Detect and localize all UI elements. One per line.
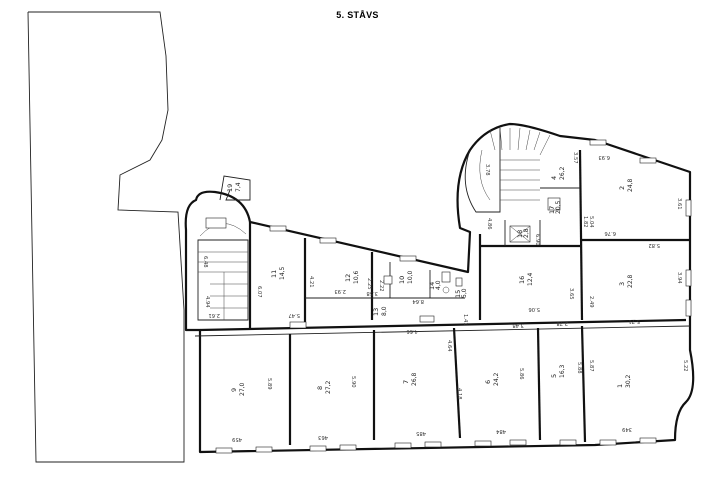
dimension-label: 4.21 (308, 276, 314, 288)
room-area: 4,0 (435, 280, 442, 290)
room-number: 14 (428, 282, 436, 290)
room-number: 1 (616, 384, 624, 388)
room-number: 18 (516, 230, 524, 238)
room-area: 2,8 (523, 228, 530, 238)
dimension-label: 1.41 (462, 314, 468, 326)
left-stair (197, 217, 249, 321)
dimension-label: 4.18 (456, 388, 462, 400)
dimension-label: 2.93 (334, 288, 346, 294)
room-number: 9 (230, 388, 238, 392)
dimension-label: 8.64 (412, 298, 424, 304)
dimension-label: 5.04 (588, 216, 594, 228)
room-area: 24,2 (493, 372, 500, 386)
room-area: 10,0 (407, 270, 414, 284)
dimension-label: 2.78 (556, 320, 568, 326)
dimension-label: 3.57 (572, 152, 578, 164)
room-number: 3 (618, 282, 626, 286)
room-area: 10,6 (353, 270, 360, 284)
dimension-label: 3.78 (484, 164, 490, 176)
room-area: 22,8 (627, 274, 634, 288)
room-number: 6 (484, 380, 492, 384)
room-area: 27,2 (325, 380, 332, 394)
dimension-label: 5.90 (350, 376, 356, 388)
room-number: 19 (226, 184, 234, 192)
room-number: 17 (548, 206, 556, 214)
dimension-label: 485 (416, 430, 426, 436)
dimension-labels: 459 463 485 484 349 5.89 5.90 5.86 5.88 … (202, 152, 688, 442)
bathroom-fixtures (383, 271, 463, 294)
dimension-label: 5.86 (518, 368, 524, 380)
dimension-label: 2.22 (378, 280, 384, 292)
dimension-label: 4.86 (486, 218, 492, 230)
site-outline (27, 11, 185, 463)
interior-walls (194, 149, 691, 445)
dimension-label: 5.89 (266, 378, 272, 390)
dimension-label: 5.47 (288, 312, 300, 318)
dimension-label: 3.58 (366, 290, 378, 296)
room-number: 8 (316, 386, 324, 390)
room-number: 15 (454, 290, 462, 298)
dimension-label: 484 (495, 428, 506, 434)
dimension-label: 3.48 (512, 322, 524, 328)
room-area: 7,4 (235, 182, 242, 192)
dimension-label: 5.88 (576, 362, 582, 374)
floor-title: 5. STÅVS (336, 10, 379, 20)
room-area: 8,0 (381, 306, 388, 316)
room-area: 12,4 (527, 272, 534, 286)
dimension-label: 6.07 (256, 286, 262, 298)
room-number: 11 (270, 270, 278, 278)
room-number: 12 (344, 274, 352, 282)
dimension-label: 4.94 (204, 296, 210, 308)
dimension-label: 5.06 (528, 306, 540, 312)
dimension-label: 459 (232, 436, 242, 442)
room-number: 16 (518, 276, 526, 284)
dimension-label: 3.61 (676, 198, 682, 210)
room-number: 10 (398, 276, 406, 284)
dimension-label: 3.94 (676, 272, 682, 284)
room-number: 7 (402, 380, 410, 384)
dimension-label: 6.93 (598, 154, 610, 160)
dimension-label: 5.22 (682, 360, 688, 372)
room-labels: 1 30,2 2 24,8 3 22,8 4 26,2 5 16,3 6 24,… (226, 166, 634, 396)
dimension-label: 5.87 (588, 360, 594, 372)
room-area: 14,5 (279, 266, 286, 280)
dimension-label: 463 (318, 434, 328, 440)
room-area: 16,3 (559, 364, 566, 378)
dimension-label: 5.71 (628, 318, 640, 324)
dimension-label: 4.66 (406, 328, 418, 334)
outer-walls (184, 122, 695, 454)
dimension-label: 1.82 (582, 216, 588, 228)
room-area: 30,2 (625, 374, 632, 388)
windows (215, 139, 692, 454)
dimension-label: 2.49 (588, 296, 594, 308)
dimension-label: 6.76 (604, 230, 616, 236)
room-area: 26,8 (411, 372, 418, 386)
room-number: 5 (550, 374, 558, 378)
dimension-label: 6.90 (534, 234, 540, 246)
room-area: 24,8 (627, 178, 634, 192)
room-number: 2 (618, 186, 626, 190)
room-number: 13 (372, 308, 380, 316)
dimension-label: 4.64 (446, 340, 452, 352)
dimension-label: 2.25 (366, 278, 372, 290)
dimension-label: 3.65 (568, 288, 574, 300)
dimension-label: 2.61 (208, 312, 220, 318)
main-stair (464, 127, 561, 243)
dimension-label: 6.48 (202, 256, 208, 268)
room-area: 26,2 (559, 166, 566, 180)
room-number: 4 (550, 176, 558, 180)
room-area: 27,0 (239, 382, 246, 396)
dimension-label: 5.82 (648, 242, 660, 248)
room-area: 20,5 (555, 200, 562, 214)
room-area: 5,0 (461, 288, 468, 298)
dimension-label: 349 (622, 426, 632, 432)
